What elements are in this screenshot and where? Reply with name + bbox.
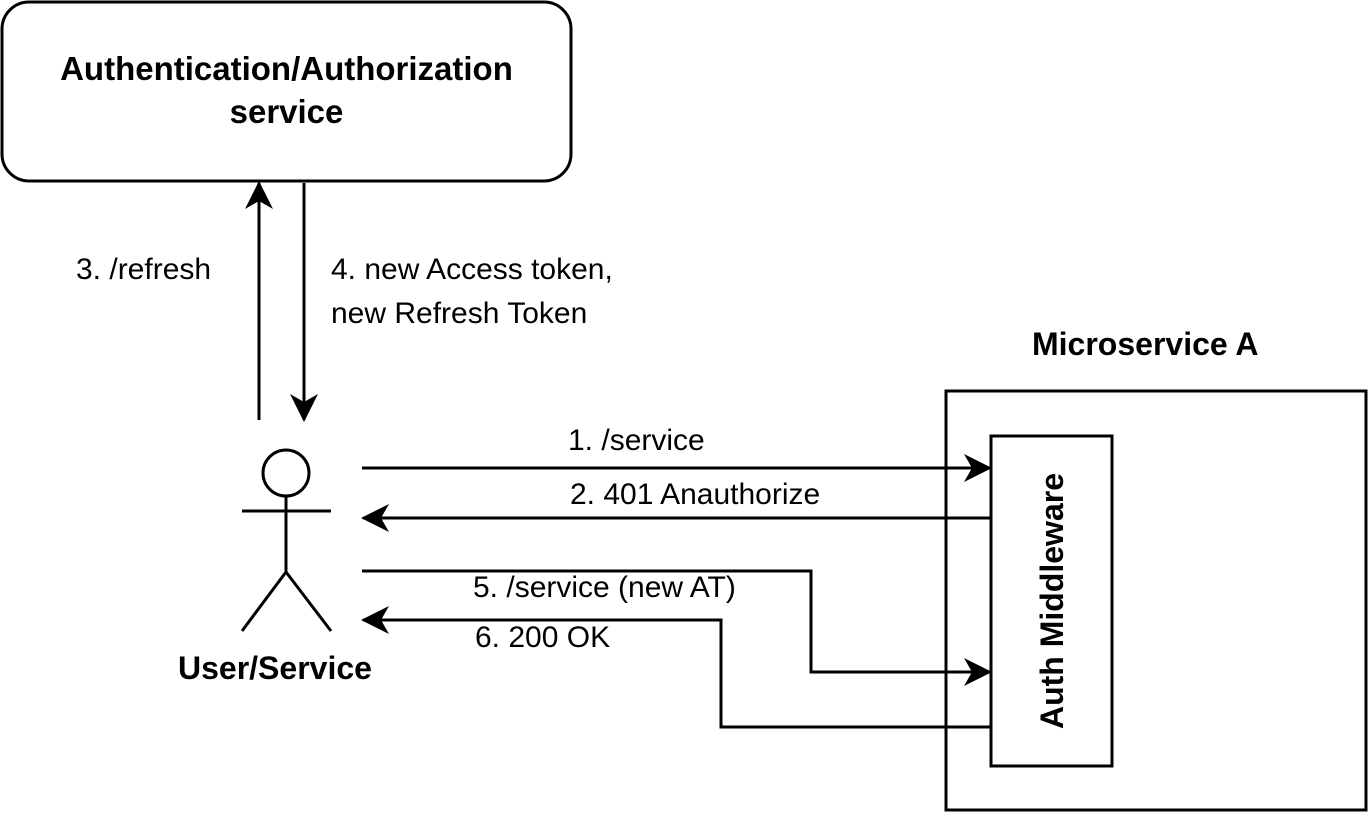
auth-middleware-label: Auth Middleware (1034, 473, 1070, 730)
actor-right-leg (284, 571, 333, 632)
actor-head (261, 448, 311, 498)
edge-service-request-label: 1. /service (568, 424, 705, 457)
actor-label: User/Service (178, 650, 372, 686)
edge-new-tokens-label: 4. new Access token, new Refresh Token (331, 248, 613, 336)
edge-200-ok-arrow[interactable] (361, 606, 991, 729)
edge-new-tokens-label-line2: new Refresh Token (331, 297, 588, 330)
edge-new-tokens-label-line1: 4. new Access token, (331, 253, 613, 286)
edge-refresh-label: 3. /refresh (76, 253, 212, 286)
edge-service-retry-label: 5. /service (new AT) (473, 571, 736, 604)
auth-service-label-line2: service (229, 93, 344, 130)
actor-left-leg (240, 571, 288, 632)
auth-middleware-box[interactable] (989, 434, 1114, 768)
edge-service-retry-arrow[interactable] (362, 569, 992, 686)
auth-service-box[interactable] (0, 0, 573, 183)
microservice-a-label: Microservice A (1032, 326, 1259, 362)
auth-service-label-line1: Authentication/Authorization (60, 50, 513, 87)
edge-401-response-label: 2. 401 Anauthorize (570, 478, 821, 511)
edge-200-ok-label: 6. 200 OK (475, 621, 611, 654)
actor-figure-icon[interactable] (240, 448, 333, 632)
auth-service-label: Authentication/Authorization service (2, 47, 571, 133)
